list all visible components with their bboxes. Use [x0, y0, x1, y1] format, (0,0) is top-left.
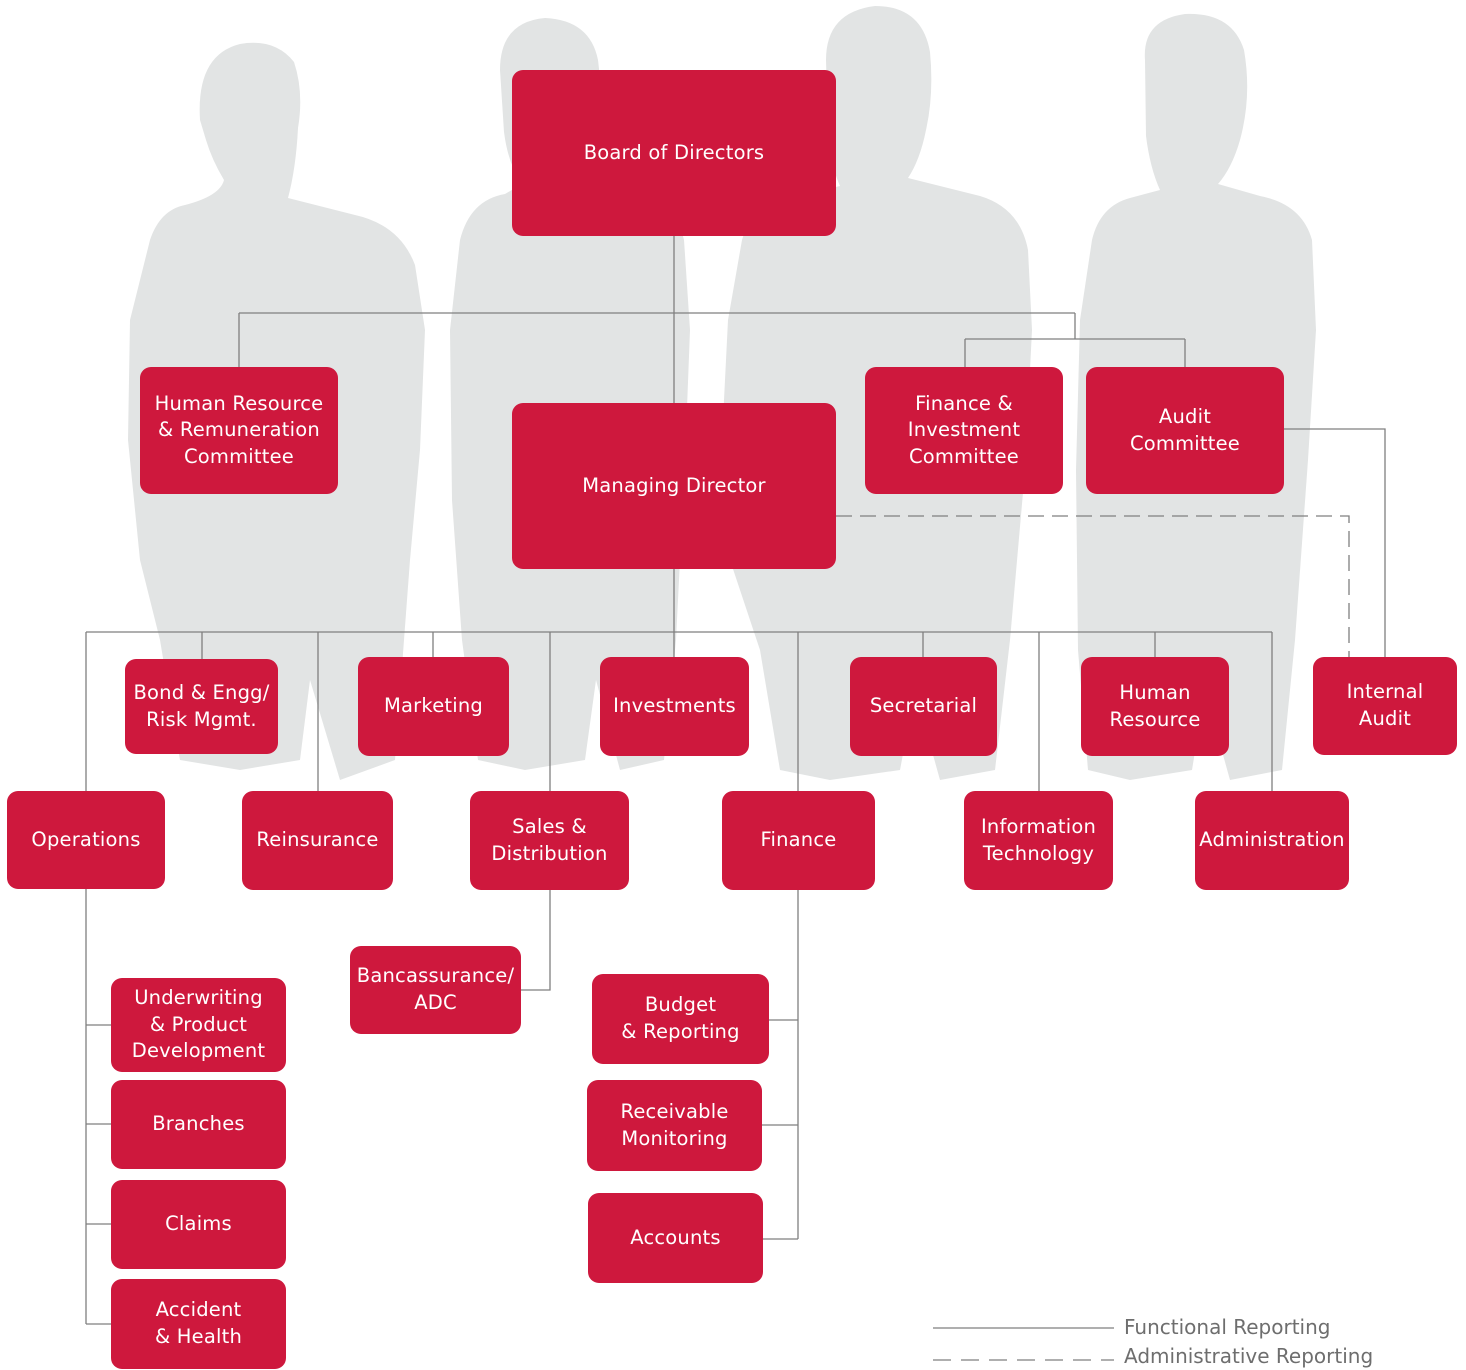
legend-administrative-label: Administrative Reporting [1124, 1344, 1374, 1368]
node-marketing: Marketing [358, 657, 509, 756]
line-md-to-internal-audit [836, 515, 1350, 657]
node-board-of-directors: Board of Directors [512, 70, 836, 236]
line-to-bancassurance [521, 890, 551, 991]
node-managing-director: Managing Director [512, 403, 836, 569]
node-receivable-monitoring: Receivable Monitoring [587, 1080, 762, 1171]
node-secretarial: Secretarial [850, 657, 997, 756]
node-information-technology: Information Technology [964, 791, 1113, 890]
node-audit-committee: Audit Committee [1086, 367, 1284, 494]
node-internal-audit: Internal Audit [1313, 657, 1457, 755]
node-operations: Operations [7, 791, 165, 889]
node-human-resource: Human Resource [1081, 657, 1229, 756]
node-underwriting-product-development: Underwriting & Product Development [111, 978, 286, 1072]
node-bancassurance-adc: Bancassurance/ ADC [350, 946, 521, 1034]
node-bond-risk-mgmt: Bond & Engg/ Risk Mgmt. [125, 659, 278, 754]
node-investments: Investments [600, 657, 749, 756]
node-finance-investment-committee: Finance & Investment Committee [865, 367, 1063, 494]
node-accident-health: Accident & Health [111, 1279, 286, 1369]
node-reinsurance: Reinsurance [242, 791, 393, 890]
line-audit-to-internal-audit [1284, 428, 1386, 657]
node-hr-remuneration-committee: Human Resource & Remuneration Committee [140, 367, 338, 494]
node-accounts: Accounts [588, 1193, 763, 1283]
legend-functional-label: Functional Reporting [1124, 1315, 1331, 1339]
node-claims: Claims [111, 1180, 286, 1269]
node-budget-reporting: Budget & Reporting [592, 974, 769, 1064]
node-administration: Administration [1195, 791, 1349, 890]
node-branches: Branches [111, 1080, 286, 1169]
node-sales-distribution: Sales & Distribution [470, 791, 629, 890]
node-finance: Finance [722, 791, 875, 890]
